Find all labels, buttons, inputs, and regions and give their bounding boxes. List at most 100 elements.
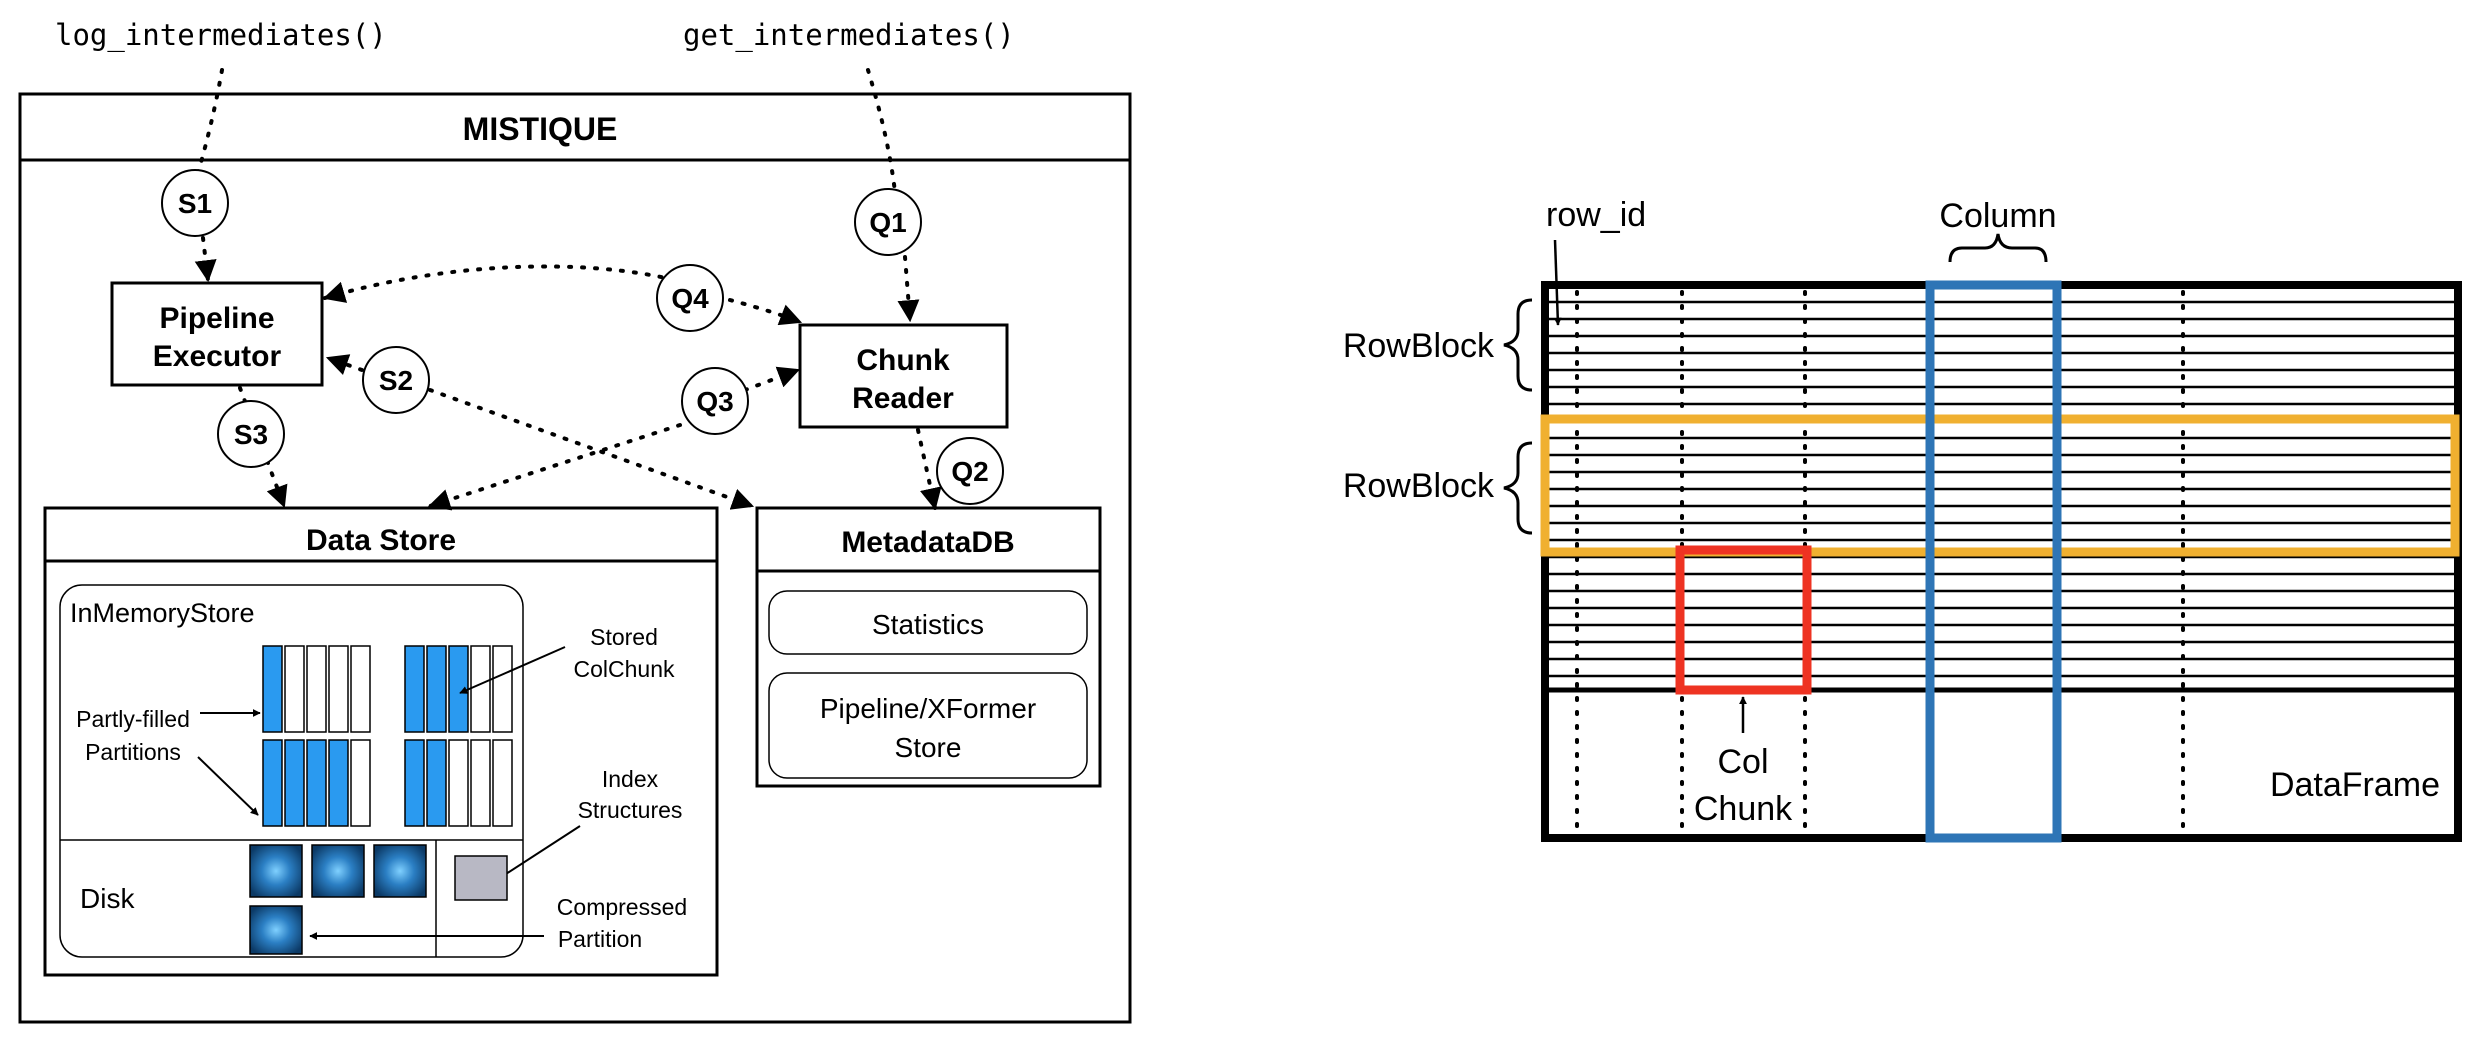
statistics-box [768, 590, 1088, 655]
get-intermediates-label: get_intermediates() [683, 18, 1015, 53]
s2-arrow-left [325, 354, 364, 375]
step-s2-circle [362, 346, 430, 414]
pipeline-executor-box [110, 281, 324, 387]
partition-cell [426, 739, 447, 827]
rowblock-brace-1 [1503, 298, 1533, 392]
in-memory-store-box [59, 584, 524, 958]
rowblock-brace-2 [1503, 441, 1533, 535]
s2-arrow-right [428, 388, 755, 510]
step-q1-label: Q1 [869, 207, 906, 238]
chunk-reader-line1: Chunk [856, 344, 950, 377]
pipeline-store-line1: Pipeline/XFormer [820, 693, 1036, 724]
step-s2-label: S2 [379, 365, 413, 396]
log-intermediates-label: log_intermediates() [55, 18, 387, 53]
s1-arrow [194, 236, 217, 283]
pipeline-store-line2: Store [895, 732, 962, 763]
partition-cell [350, 739, 371, 827]
stored-colchunk-arrow [459, 646, 566, 694]
index-structure-icon [454, 855, 508, 901]
partly-filled-arrow-2 [197, 756, 259, 816]
partition-group-tr [404, 645, 513, 733]
partition-cell [284, 645, 305, 733]
dataframe-label: DataFrame [2270, 766, 2440, 804]
partition-cell [262, 739, 283, 827]
partition-cell [404, 645, 425, 733]
s3-arrow [238, 386, 288, 509]
stored-colchunk-line1: Stored [590, 624, 658, 650]
row-lines [1545, 300, 2458, 678]
q1-arrow [897, 255, 920, 323]
colchunk-label-line2: Chunk [1694, 790, 1793, 828]
q3-arrow-right [743, 366, 801, 392]
partition-cell [492, 739, 513, 827]
colchunk-label-line1: Col [1717, 743, 1768, 781]
partition-cell [284, 739, 305, 827]
step-s1-label: S1 [178, 188, 212, 219]
disk-partition-icon [249, 844, 303, 898]
q4-arrow-right [728, 298, 803, 326]
step-q2-label: Q2 [951, 456, 988, 487]
partition-cell [350, 645, 371, 733]
step-q3-label: Q3 [696, 386, 733, 417]
disk-partition-icon [311, 844, 365, 898]
pipeline-store-box [768, 672, 1088, 779]
row-id-label: row_id [1546, 196, 1646, 234]
q4-arrow-left [322, 264, 702, 303]
disk-partition-icon [373, 844, 427, 898]
q2-arrow [916, 428, 942, 511]
data-store-box [43, 506, 719, 977]
partition-cell [262, 645, 283, 733]
chunk-reader-box [798, 323, 1009, 429]
partition-group-br [404, 739, 513, 827]
partition-cell [328, 645, 349, 733]
data-store-title: Data Store [306, 524, 456, 557]
step-s3-label: S3 [234, 419, 268, 450]
step-q1-circle [854, 188, 922, 256]
partition-group-tl [262, 645, 371, 733]
rowblock-highlight [1540, 414, 2460, 557]
step-q2-circle [936, 437, 1004, 505]
partition-cell [306, 739, 327, 827]
partition-cell [328, 739, 349, 827]
column-label: Column [1939, 197, 2056, 235]
q3-arrow-left [427, 423, 682, 511]
log-api-line [193, 68, 224, 185]
dataframe-diagram: row_id Column RowBlock RowBlock Col Chun… [1343, 196, 2462, 843]
index-structures-line2: Structures [578, 797, 683, 823]
mistique-title: MISTIQUE [463, 111, 618, 147]
partition-cell [426, 645, 447, 733]
disk-partition-icon [249, 905, 303, 955]
partly-filled-line1: Partly-filled [76, 706, 190, 732]
step-q3-circle [681, 367, 749, 435]
pipeline-executor-line1: Pipeline [159, 302, 274, 335]
step-q4-circle [656, 264, 724, 332]
partition-group-bl [262, 739, 371, 827]
rowblock-label-2: RowBlock [1343, 467, 1495, 505]
in-memory-store-label: InMemoryStore [70, 598, 255, 628]
partition-cell [492, 645, 513, 733]
index-structures-line1: Index [602, 766, 659, 792]
partly-filled-line2: Partitions [85, 739, 181, 765]
chunk-reader-line2: Reader [852, 382, 954, 415]
row-id-arrow [1553, 239, 1562, 326]
compressed-partition-line1: Compressed [557, 894, 687, 920]
partition-cell [448, 645, 469, 733]
compressed-partition-line2: Partition [558, 926, 642, 952]
rowblock-label-1: RowBlock [1343, 327, 1495, 365]
column-brace [1948, 233, 2048, 263]
partition-cell [470, 645, 491, 733]
step-s3-circle [217, 400, 285, 468]
partition-cell [404, 739, 425, 827]
partition-cell [306, 645, 327, 733]
colchunk-highlight [1675, 545, 1812, 695]
partition-cell [448, 739, 469, 827]
disk-label: Disk [80, 883, 135, 914]
stored-colchunk-line2: ColChunk [574, 656, 675, 682]
pipeline-executor-line2: Executor [153, 340, 282, 373]
step-q4-label: Q4 [671, 283, 709, 314]
statistics-label: Statistics [872, 609, 984, 640]
metadata-db-title: MetadataDB [841, 526, 1014, 559]
mistique-frame [18, 92, 1132, 1024]
step-s1-circle [161, 169, 229, 237]
